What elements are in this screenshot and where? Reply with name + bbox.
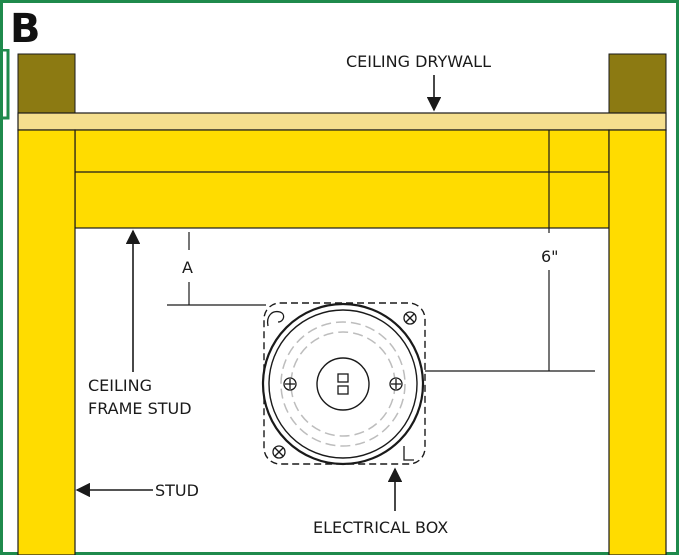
ceiling-drywall <box>17 112 667 131</box>
label-ceiling-frame-stud-line2: FRAME STUD <box>88 399 192 418</box>
label-electrical-box: ELECTRICAL BOX <box>313 518 448 537</box>
panel-letter: B <box>10 6 41 52</box>
top-left-corner-clip-icon <box>266 310 285 327</box>
bottom-left-corner-screw-icon <box>272 445 286 459</box>
box-terminal-top <box>337 373 349 383</box>
electrical-box <box>261 302 426 466</box>
ceiling-frame-stud <box>74 129 610 229</box>
box-inner-rim <box>268 309 418 459</box>
right-screw-icon <box>389 377 403 391</box>
bottom-right-corner-clip-icon <box>403 446 414 461</box>
left-stud <box>17 129 76 555</box>
right-stud <box>608 129 667 555</box>
label-six-inch: 6" <box>541 247 559 266</box>
box-terminal-bottom <box>337 385 349 395</box>
left-screw-icon <box>283 377 297 391</box>
panel-badge-background <box>3 3 48 49</box>
label-dimension-a: A <box>182 258 193 277</box>
left-stud-top-end <box>17 53 76 114</box>
right-stud-top-end <box>608 53 667 114</box>
top-right-corner-screw-icon <box>403 311 417 325</box>
label-stud: STUD <box>155 481 199 500</box>
box-center-knockout <box>316 357 370 411</box>
label-ceiling-drywall: CEILING DRYWALL <box>346 52 491 71</box>
label-ceiling-frame-stud-line1: CEILING <box>88 376 152 395</box>
panel-badge-frame <box>1 48 10 120</box>
box-knockout-ring-outer <box>280 321 406 447</box>
